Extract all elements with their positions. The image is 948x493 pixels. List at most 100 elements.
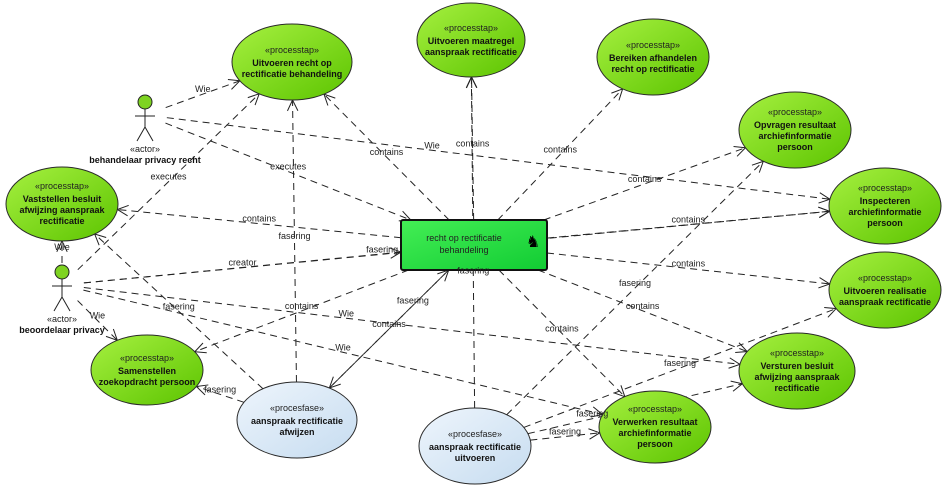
edge-label: fasering bbox=[163, 301, 195, 311]
edge-label: fasering bbox=[278, 231, 310, 241]
edge-label: creator bbox=[228, 257, 256, 267]
procesfase-n9[interactable]: «procesfase» aanspraak rectificatieuitvoe… bbox=[418, 407, 532, 485]
edge-label: Wie bbox=[90, 310, 106, 320]
node-name: archiefinformatie bbox=[848, 207, 921, 217]
edge-label: fasering bbox=[619, 278, 651, 288]
node-name: rectificatie bbox=[39, 216, 84, 226]
stereotype-label: «processtap» bbox=[626, 40, 680, 50]
node-name: aanspraak rectificatie bbox=[425, 47, 517, 57]
edge-label: contains bbox=[456, 138, 490, 148]
stereotype-label: «processtap» bbox=[858, 183, 912, 193]
edge-label: executes bbox=[150, 172, 187, 182]
node-name: zoekopdracht persoon bbox=[99, 377, 196, 387]
stereotype-label: «processtap» bbox=[628, 404, 682, 414]
node-name: rectificatie bbox=[774, 383, 819, 393]
edge-label: contains bbox=[543, 144, 577, 154]
edge-fasering[interactable] bbox=[506, 160, 765, 416]
edge-label: fasering bbox=[457, 266, 489, 276]
node-name: Bereiken afhandelen bbox=[609, 53, 697, 63]
node-name: recht op rectificatie bbox=[611, 64, 694, 74]
node-name: afwijzing aanspraak bbox=[19, 205, 105, 215]
center-label: recht op rectificatie bbox=[426, 233, 502, 243]
chess-knight-icon: ♞ bbox=[526, 234, 540, 251]
edge-label: contains bbox=[626, 301, 660, 311]
stereotype-label: «processtap» bbox=[120, 353, 174, 363]
node-name: aanspraak rectificatie bbox=[251, 416, 343, 426]
node-name: Inspecteren bbox=[860, 196, 911, 206]
edge-label: contains bbox=[370, 147, 404, 157]
actor-stereotype: «actor» bbox=[47, 314, 77, 324]
node-name: persoon bbox=[637, 439, 673, 449]
stereotype-label: «processtap» bbox=[858, 273, 912, 283]
actor-stereotype: «actor» bbox=[130, 144, 160, 154]
procesfase-n10[interactable]: «procesfase»aanspraak rectificatieafwijz… bbox=[236, 381, 358, 459]
node-name: Uitvoeren realisatie bbox=[843, 286, 926, 296]
processtap-n4[interactable]: «processtap» Opvragen resultaatarchiefinf… bbox=[738, 91, 852, 169]
node-name: Uitvoeren maatregel bbox=[428, 36, 515, 46]
processtap-n6[interactable]: «processtap» Uitvoeren realisatieaanspraa… bbox=[828, 251, 942, 329]
node-name: Verwerken resultaat bbox=[612, 417, 697, 427]
edge-label: contains bbox=[672, 215, 706, 225]
center-label: behandeling bbox=[439, 245, 488, 255]
node-name: aanspraak rectificatie bbox=[839, 297, 931, 307]
edge-label: fasering bbox=[397, 295, 429, 305]
processtap-n8[interactable]: «processtap» Verwerken resultaatarchiefin… bbox=[598, 390, 712, 464]
node-name: persoon bbox=[777, 142, 813, 152]
processtap-n1[interactable]: «processtap» Uitvoeren recht oprectificat… bbox=[231, 23, 353, 101]
actor-icon bbox=[135, 94, 155, 142]
edge-executes[interactable] bbox=[165, 122, 412, 222]
stereotype-label: «processtap» bbox=[768, 107, 822, 117]
edge-label: Wie bbox=[54, 242, 70, 252]
stereotype-label: «procesfase» bbox=[448, 429, 502, 439]
node-name: Samenstellen bbox=[118, 366, 176, 376]
edge-label: Wie bbox=[339, 308, 355, 318]
edge-fasering[interactable] bbox=[287, 98, 299, 383]
edge-label: contains bbox=[545, 323, 579, 333]
node-name: Uitvoeren recht op bbox=[252, 58, 332, 68]
edge-label: contains bbox=[285, 301, 319, 311]
edge-label: Wie bbox=[195, 84, 211, 94]
stereotype-label: «processtap» bbox=[35, 181, 89, 191]
edge-label: fasering bbox=[549, 426, 581, 436]
edge-label: fasering bbox=[664, 358, 696, 368]
edge-label: executes bbox=[270, 162, 307, 172]
actor-icon bbox=[52, 264, 72, 312]
actor-a1[interactable]: «actor»behandelaar privacy recht bbox=[89, 94, 201, 165]
edge-label: fasering bbox=[204, 384, 236, 394]
edge-label: contains bbox=[372, 319, 406, 329]
edge-label: fasering bbox=[366, 244, 398, 254]
processtap-n12[interactable]: «processtap» Vaststellen besluitafwijzing… bbox=[5, 166, 119, 242]
node-name: uitvoeren bbox=[455, 453, 496, 463]
edge-label: contains bbox=[242, 214, 276, 224]
node-name: archiefinformatie bbox=[758, 131, 831, 141]
center-element[interactable]: recht op rectificatie behandeling ♞ bbox=[400, 219, 548, 271]
edge-label: Wie bbox=[335, 342, 351, 352]
node-name: persoon bbox=[867, 218, 903, 228]
node-name: Opvragen resultaat bbox=[754, 120, 836, 130]
edge-label: contains bbox=[628, 174, 662, 184]
actor-name: beoordelaar privacy bbox=[19, 325, 105, 335]
stereotype-label: «processtap» bbox=[444, 23, 498, 33]
edge-label: contains bbox=[672, 258, 706, 268]
node-name: Vaststellen besluit bbox=[23, 194, 102, 204]
node-name: rectificatie behandeling bbox=[242, 69, 343, 79]
processtap-n5[interactable]: «processtap» Inspecterenarchiefinformatie… bbox=[828, 167, 942, 245]
node-name: archiefinformatie bbox=[618, 428, 691, 438]
node-name: aanspraak rectificatie bbox=[429, 442, 521, 452]
stereotype-label: «processtap» bbox=[770, 348, 824, 358]
edge-contains[interactable] bbox=[193, 269, 409, 354]
stereotype-label: «procesfase» bbox=[270, 403, 324, 413]
actor-name: behandelaar privacy recht bbox=[89, 155, 201, 165]
edge-wie[interactable] bbox=[166, 117, 832, 204]
actor-a2[interactable]: «actor»beoordelaar privacy bbox=[19, 264, 105, 335]
stereotype-label: «processtap» bbox=[265, 45, 319, 55]
node-name: Versturen besluit bbox=[760, 361, 833, 371]
edge-label: Wie bbox=[424, 140, 440, 150]
processtap-n2[interactable]: «processtap» Uitvoeren maatregelaanspraak… bbox=[416, 2, 526, 78]
edge-label: fasering bbox=[576, 409, 608, 419]
node-name: afwijzing aanspraak bbox=[754, 372, 840, 382]
